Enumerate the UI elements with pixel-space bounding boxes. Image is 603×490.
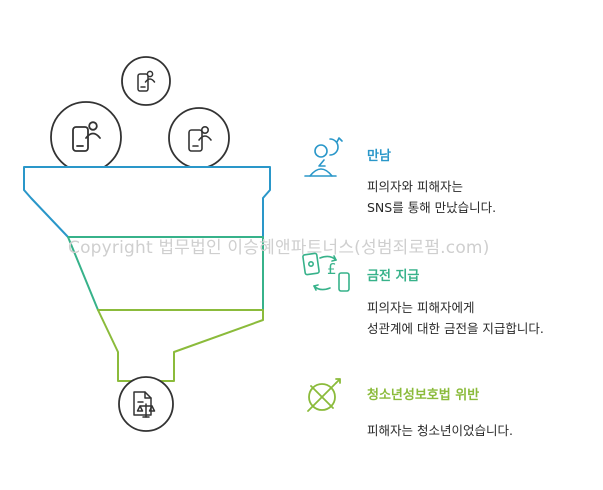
input-circle-top (121, 56, 171, 106)
phone-user-icon (188, 126, 212, 152)
stage-description-meeting: 피의자와 피해자는 SNS를 통해 만났습니다. (367, 176, 496, 218)
prohibited-icon (307, 378, 341, 412)
output-circle (118, 376, 174, 432)
description-line: 성관계에 대한 금전을 지급합니다. (367, 321, 544, 336)
stage-description-payment: 피의자는 피해자에게 성관계에 대한 금전을 지급합니다. (367, 297, 544, 339)
stage-title-meeting: 만남 (367, 149, 391, 164)
meeting-icon (304, 137, 343, 177)
legal-document-icon (133, 391, 156, 418)
stage-title-violation: 청소년성보호법 위반 (367, 388, 480, 403)
funnel (23, 166, 271, 382)
description-line: 피해자는 청소년이었습니다. (367, 423, 513, 438)
stage-title-payment: 금전 지급 (367, 269, 420, 284)
description-line: SNS를 통해 만났습니다. (367, 200, 497, 215)
funnel-segment-violation (97, 309, 264, 382)
phone-user-icon (137, 70, 156, 92)
svg-text:£: £ (327, 260, 337, 278)
stage-description-violation: 피해자는 청소년이었습니다. (367, 420, 513, 441)
description-line: 피의자와 피해자는 (367, 179, 463, 194)
money-exchange-icon: £ (302, 252, 350, 292)
phone-user-icon (72, 121, 101, 152)
input-circle-left (50, 101, 122, 173)
funnel-segment-meeting (23, 166, 271, 238)
watermark: Copyright 법무법인 이승혜앤파트너스(성범죄로펌.com) (68, 238, 490, 258)
input-circle-right (168, 107, 230, 169)
description-line: 피의자는 피해자에게 (367, 300, 475, 315)
